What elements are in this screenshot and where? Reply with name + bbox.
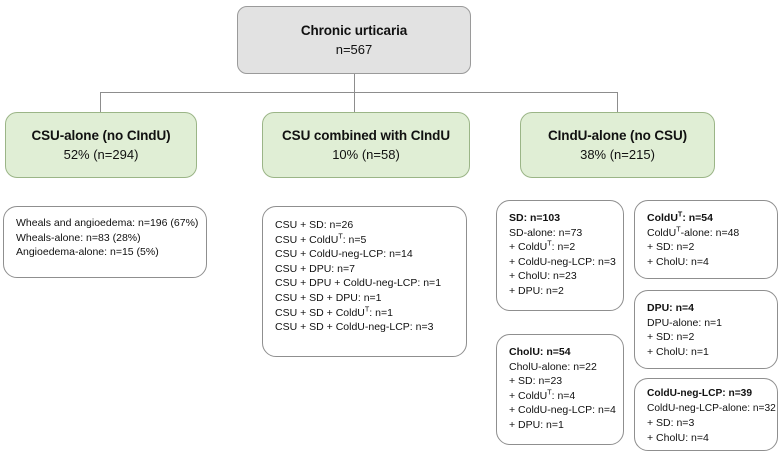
list-item: + CholU: n=1 — [647, 345, 709, 358]
list-item: + ColdUT: n=4 — [509, 387, 576, 402]
node-count: n=567 — [335, 42, 373, 57]
list-item: + ColdU-neg-LCP: n=3 — [509, 255, 616, 268]
detail-box-csu-alone: Wheals and angioedema: n=196 (67%) Wheal… — [3, 206, 207, 278]
list-item: + SD: n=2 — [647, 241, 695, 254]
detail-list: ColdU-neg-LCP: n=39 ColdU-neg-LCP-alone:… — [647, 387, 776, 445]
node-stats: 52% (n=294) — [63, 147, 139, 162]
detail-list: CSU + SD: n=26 CSU + ColdUT: n=5 CSU + C… — [275, 218, 456, 335]
detail-box-cholu: CholU: n=54 CholU-alone: n=22 + SD: n=23… — [496, 334, 624, 445]
list-item: ColdUT-alone: n=48 — [647, 224, 740, 239]
detail-box-csu-combined: CSU + SD: n=26 CSU + ColdUT: n=5 CSU + C… — [262, 206, 467, 357]
list-item: CSU + SD + ColdUT: n=1 — [275, 304, 393, 319]
detail-header: DPU: n=4 — [647, 302, 694, 314]
list-item: + DPU: n=2 — [509, 284, 564, 297]
detail-header: ColdU-neg-LCP: n=39 — [647, 388, 752, 399]
node-stats: 38% (n=215) — [580, 147, 655, 162]
list-item: CholU-alone: n=22 — [509, 360, 597, 373]
list-item: CSU + SD + ColdU-neg-LCP: n=3 — [275, 321, 434, 334]
detail-list: SD: n=103 SD-alone: n=73 + ColdUT: n=2 +… — [509, 211, 616, 299]
detail-box-coldu-neg-lcp: ColdU-neg-LCP: n=39 ColdU-neg-LCP-alone:… — [634, 378, 778, 451]
list-item: + SD: n=23 — [509, 375, 563, 388]
connector-branch-1 — [100, 92, 101, 112]
detail-header: SD: n=103 — [509, 212, 561, 224]
detail-header: ColdUT: n=54 — [647, 209, 713, 224]
detail-list: DPU: n=4 DPU-alone: n=1 + SD: n=2 + Chol… — [647, 301, 767, 359]
list-item: + SD: n=2 — [647, 331, 695, 344]
list-item: CSU + SD + DPU: n=1 — [275, 291, 382, 304]
node-title: Chronic urticaria — [300, 23, 408, 38]
list-item: CSU + DPU + ColdU-neg-LCP: n=1 — [275, 277, 442, 290]
list-item: + CholU: n=4 — [647, 255, 709, 268]
list-item: CSU + ColdUT: n=5 — [275, 231, 367, 246]
detail-box-dpu: DPU: n=4 DPU-alone: n=1 + SD: n=2 + Chol… — [634, 290, 778, 369]
connector-branch-2 — [354, 92, 355, 112]
node-title: CSU combined with CIndU — [282, 128, 450, 143]
node-title: CSU-alone (no CIndU) — [31, 128, 171, 143]
detail-box-coldu: ColdUT: n=54 ColdUT-alone: n=48 + SD: n=… — [634, 200, 778, 279]
connector-horizontal-bus — [100, 92, 618, 93]
node-chronic-urticaria: Chronic urticaria n=567 — [237, 6, 471, 74]
list-item: CSU + SD: n=26 — [275, 219, 354, 231]
detail-list: Wheals and angioedema: n=196 (67%) Wheal… — [16, 216, 199, 260]
list-item: Wheals-alone: n=83 (28%) — [16, 231, 141, 244]
list-item: + ColdU-neg-LCP: n=4 — [509, 404, 616, 417]
list-item: CSU + ColdU-neg-LCP: n=14 — [275, 248, 413, 261]
list-item: + CholU: n=23 — [509, 270, 577, 283]
list-item: + SD: n=3 — [647, 417, 695, 430]
list-item: + CholU: n=4 — [647, 431, 709, 444]
list-item: Wheals and angioedema: n=196 (67%) — [16, 217, 199, 229]
list-item: SD-alone: n=73 — [509, 226, 583, 239]
list-item: DPU-alone: n=1 — [647, 316, 723, 329]
list-item: Angioedema-alone: n=15 (5%) — [16, 246, 159, 259]
list-item: + DPU: n=1 — [509, 418, 564, 431]
node-title: CIndU-alone (no CSU) — [548, 128, 687, 143]
node-stats: 10% (n=58) — [332, 147, 400, 162]
detail-header: CholU: n=54 — [509, 346, 571, 358]
detail-box-sd: SD: n=103 SD-alone: n=73 + ColdUT: n=2 +… — [496, 200, 624, 311]
connector-root-stem — [354, 74, 355, 93]
list-item: ColdU-neg-LCP-alone: n=32 — [647, 402, 776, 414]
node-cindu-alone: CIndU-alone (no CSU) 38% (n=215) — [520, 112, 715, 178]
detail-list: CholU: n=54 CholU-alone: n=22 + SD: n=23… — [509, 345, 616, 433]
connector-branch-3 — [617, 92, 618, 112]
list-item: + ColdUT: n=2 — [509, 238, 576, 254]
node-csu-alone: CSU-alone (no CIndU) 52% (n=294) — [5, 112, 197, 178]
node-csu-combined: CSU combined with CIndU 10% (n=58) — [262, 112, 470, 178]
list-item: CSU + DPU: n=7 — [275, 262, 355, 275]
detail-list: ColdUT: n=54 ColdUT-alone: n=48 + SD: n=… — [647, 209, 767, 269]
